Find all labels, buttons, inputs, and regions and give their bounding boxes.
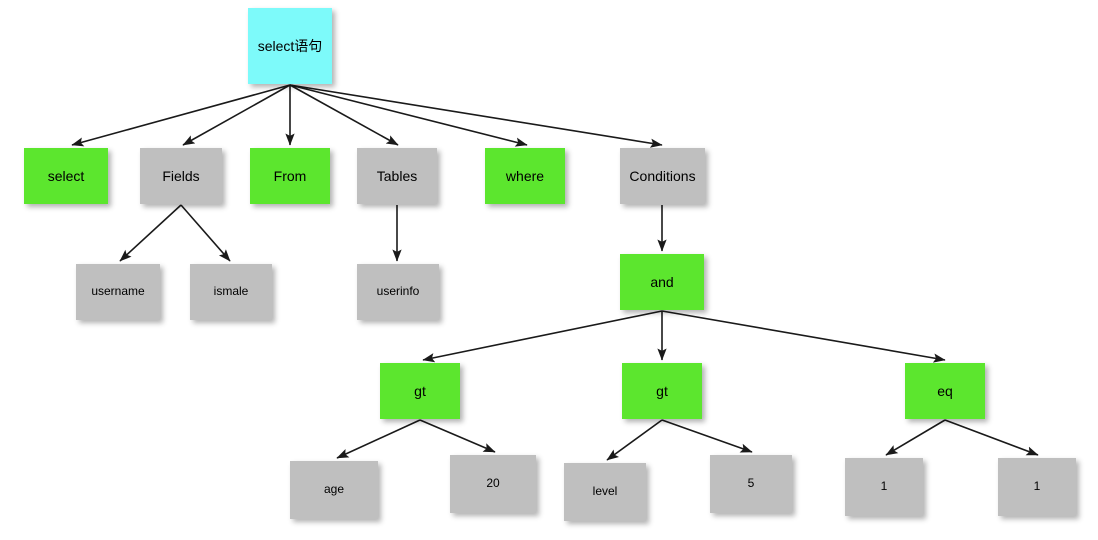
tree-node-label-gt2: gt: [656, 382, 668, 399]
tree-node-where[interactable]: where: [485, 148, 565, 204]
tree-node-val1b[interactable]: 1: [998, 458, 1076, 516]
tree-node-label-where: where: [505, 167, 545, 184]
tree-node-label-select: select: [47, 167, 85, 184]
tree-node-root[interactable]: select语句: [248, 8, 332, 84]
tree-node-and[interactable]: and: [620, 254, 704, 310]
edge-eq-to-val1a: [885, 419, 946, 456]
tree-node-age[interactable]: age: [290, 461, 378, 519]
tree-node-ismale[interactable]: ismale: [190, 264, 272, 320]
edge-gt2-to-level: [606, 419, 663, 461]
tree-node-label-age: age: [323, 482, 345, 497]
tree-node-userinfo[interactable]: userinfo: [357, 264, 439, 320]
edge-root-to-select: [71, 84, 291, 147]
edge-root-to-where: [289, 84, 528, 147]
tree-node-label-root: select语句: [257, 37, 323, 54]
tree-node-eq[interactable]: eq: [905, 363, 985, 419]
edge-eq-to-val1b: [944, 419, 1039, 456]
tree-node-label-conditions: Conditions: [629, 167, 696, 184]
tree-node-tables[interactable]: Tables: [357, 148, 437, 204]
edge-fields-to-ismale: [180, 204, 231, 262]
tree-node-label-and: and: [650, 273, 674, 290]
tree-node-conditions[interactable]: Conditions: [620, 148, 705, 204]
tree-node-label-gt1: gt: [414, 382, 426, 399]
edge-and-to-eq: [661, 310, 946, 363]
edge-root-to-tables: [289, 84, 399, 146]
tree-node-label-tables: Tables: [376, 167, 418, 184]
tree-node-val5[interactable]: 5: [710, 455, 792, 513]
tree-node-val20[interactable]: 20: [450, 455, 536, 513]
tree-node-label-val1b: 1: [1033, 479, 1041, 494]
edge-and-to-gt1: [422, 310, 663, 363]
tree-node-gt2[interactable]: gt: [622, 363, 702, 419]
edge-fields-to-username: [119, 204, 182, 262]
tree-node-label-from: From: [273, 167, 307, 184]
tree-node-label-fields: Fields: [162, 167, 200, 184]
tree-node-label-val5: 5: [747, 476, 755, 491]
tree-node-from[interactable]: From: [250, 148, 330, 204]
edge-gt2-to-val5: [661, 419, 753, 453]
tree-node-select[interactable]: select: [24, 148, 108, 204]
tree-node-gt1[interactable]: gt: [380, 363, 460, 419]
tree-node-label-username: username: [91, 284, 145, 299]
tree-node-fields[interactable]: Fields: [140, 148, 222, 204]
edge-gt1-to-age: [336, 419, 421, 459]
tree-node-label-level: level: [592, 484, 618, 499]
edge-gt1-to-val20: [419, 419, 496, 453]
tree-node-label-val20: 20: [486, 476, 500, 491]
tree-node-label-userinfo: userinfo: [376, 284, 420, 299]
tree-node-username[interactable]: username: [76, 264, 160, 320]
tree-node-level[interactable]: level: [564, 463, 646, 521]
edge-root-to-conditions: [289, 84, 663, 148]
tree-node-label-val1a: 1: [880, 479, 888, 494]
tree-node-label-eq: eq: [937, 382, 953, 399]
edge-root-to-fields: [182, 84, 291, 146]
tree-node-val1a[interactable]: 1: [845, 458, 923, 516]
tree-node-label-ismale: ismale: [213, 284, 249, 299]
